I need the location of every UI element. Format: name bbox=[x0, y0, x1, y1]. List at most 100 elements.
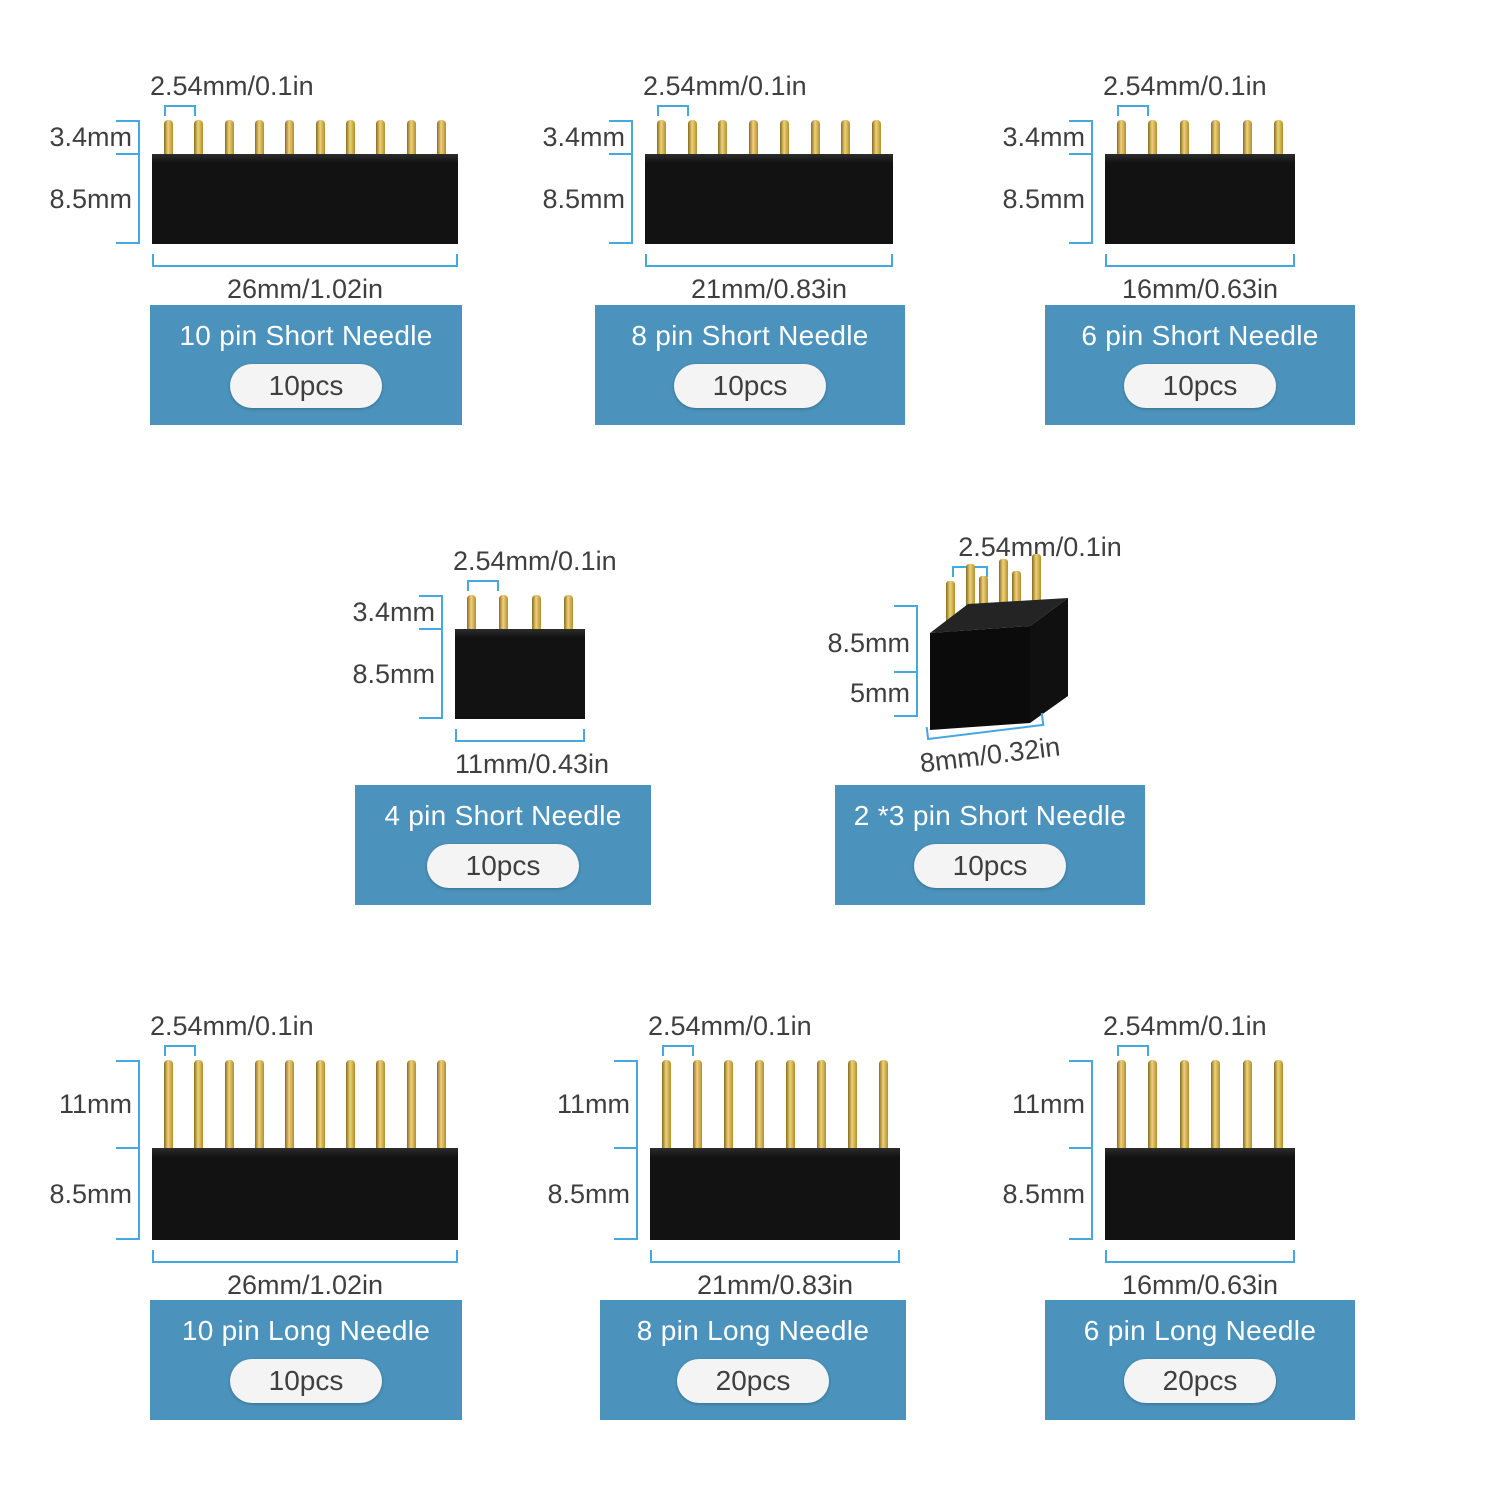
width-dimension-line bbox=[152, 254, 458, 267]
gold-pin bbox=[345, 120, 355, 154]
product-name: 4 pin Short Needle bbox=[384, 800, 622, 831]
product-name: 6 pin Long Needle bbox=[1083, 1315, 1317, 1346]
pin-row bbox=[152, 1060, 458, 1148]
pitch-dimension-bracket bbox=[662, 1045, 694, 1056]
product-label: 6 pin Long Needle 20pcs bbox=[1045, 1300, 1355, 1420]
pin-row-back bbox=[966, 554, 1041, 614]
gold-pin bbox=[1211, 120, 1221, 154]
quantity-text: 10pcs bbox=[268, 1365, 344, 1396]
item-10pin-long-needle: 2.54mm/0.1in 11mm 8.5mm 26mm/1.02in 10 p… bbox=[2, 1005, 472, 1485]
dimension-tick bbox=[419, 628, 441, 630]
height-dimension-line bbox=[614, 1060, 638, 1240]
item-6pin-short-needle: 2.54mm/0.1in 3.4mm 8.5mm 16mm/0.63in 6 p… bbox=[955, 65, 1365, 485]
gold-pin bbox=[467, 595, 476, 629]
height-dimension-line bbox=[609, 120, 633, 244]
width-dimension-line bbox=[152, 1250, 458, 1263]
product-label: 2 *3 pin Short Needle 10pcs bbox=[835, 785, 1145, 905]
quantity-badge: 10pcs bbox=[674, 364, 826, 408]
width-dimension-line bbox=[1105, 1250, 1295, 1263]
pin-row bbox=[650, 1060, 900, 1148]
pin-height-label: 11mm bbox=[58, 1089, 132, 1119]
quantity-badge: 10pcs bbox=[230, 364, 382, 408]
quantity-text: 10pcs bbox=[465, 850, 541, 881]
height-dimension-line bbox=[116, 120, 140, 244]
pitch-dimension-label: 2.54mm/0.1in bbox=[453, 546, 617, 576]
connector-3d-figure bbox=[930, 554, 1068, 730]
product-label: 8 pin Long Needle 20pcs bbox=[600, 1300, 906, 1420]
gold-pin bbox=[254, 120, 264, 154]
pitch-dimension-label: 2.54mm/0.1in bbox=[150, 71, 314, 101]
gold-pin bbox=[693, 1060, 702, 1148]
pin-height-label: 3.4mm bbox=[542, 122, 625, 152]
dimension-tick bbox=[1069, 1238, 1091, 1240]
gold-pin bbox=[285, 120, 295, 154]
width-dimension-label: 11mm/0.43in bbox=[455, 749, 610, 779]
width-dimension-label: 21mm/0.83in bbox=[696, 1270, 854, 1300]
gold-pin bbox=[1148, 120, 1158, 154]
dimension-tick bbox=[116, 120, 138, 122]
gold-pin bbox=[755, 1060, 764, 1148]
gold-pin bbox=[1179, 1060, 1189, 1148]
height-dimension-line bbox=[894, 605, 918, 717]
pitch-dimension-bracket bbox=[1117, 105, 1149, 116]
gold-pin bbox=[879, 1060, 888, 1148]
dimension-tick bbox=[116, 1147, 138, 1149]
dimension-tick bbox=[116, 1060, 138, 1062]
connector-body bbox=[152, 154, 458, 244]
pin-height-label: 3.4mm bbox=[49, 122, 132, 152]
pitch-dimension-bracket bbox=[164, 1045, 196, 1056]
quantity-badge: 10pcs bbox=[230, 1359, 382, 1403]
gold-pin bbox=[285, 1060, 295, 1148]
connector-body bbox=[645, 154, 893, 244]
product-label: 10 pin Short Needle 10pcs bbox=[150, 305, 462, 425]
dimension-tick bbox=[1069, 120, 1091, 122]
quantity-text: 10pcs bbox=[712, 370, 788, 401]
item-6pin-long-needle: 2.54mm/0.1in 11mm 8.5mm 16mm/0.63in 6 pi… bbox=[955, 1005, 1365, 1485]
quantity-badge: 10pcs bbox=[1124, 364, 1276, 408]
width-dimension-label: 16mm/0.63in bbox=[1121, 1270, 1279, 1300]
gold-pin bbox=[1117, 120, 1126, 154]
product-label: 10 pin Long Needle 10pcs bbox=[150, 1300, 462, 1420]
gold-pin bbox=[315, 1060, 325, 1148]
product-label: 8 pin Short Needle 10pcs bbox=[595, 305, 905, 425]
pin-row bbox=[1105, 120, 1295, 154]
quantity-badge: 20pcs bbox=[1124, 1359, 1276, 1403]
pitch-dimension-label: 2.54mm/0.1in bbox=[1103, 71, 1267, 101]
gold-pin bbox=[1242, 120, 1252, 154]
depth-label: 5mm bbox=[850, 678, 910, 708]
gold-pin bbox=[164, 1060, 173, 1148]
pitch-dimension-label: 2.54mm/0.1in bbox=[648, 1011, 812, 1041]
dimension-tick bbox=[1069, 153, 1091, 155]
gold-pin bbox=[662, 1060, 671, 1148]
pin-height-label: 11mm bbox=[1011, 1089, 1085, 1119]
height-dimension-line bbox=[1069, 120, 1093, 244]
body-height-label: 8.5mm bbox=[352, 659, 435, 689]
gold-pin bbox=[724, 1060, 733, 1148]
gold-pin bbox=[436, 1060, 446, 1148]
product-name: 8 pin Short Needle bbox=[631, 320, 869, 351]
gold-pin bbox=[1211, 1060, 1221, 1148]
gold-pin bbox=[1242, 1060, 1252, 1148]
item-8pin-long-needle: 2.54mm/0.1in 11mm 8.5mm 21mm/0.83in 8 pi… bbox=[500, 1005, 940, 1485]
block-top-face bbox=[930, 598, 1068, 633]
body-height-label: 8.5mm bbox=[1002, 184, 1085, 214]
gold-pin bbox=[194, 1060, 204, 1148]
dimension-tick bbox=[1069, 242, 1091, 244]
pin-height-label: 3.4mm bbox=[352, 597, 435, 627]
gold-pin bbox=[1273, 1060, 1283, 1148]
quantity-badge: 20pcs bbox=[677, 1359, 829, 1403]
gold-pin bbox=[1148, 1060, 1158, 1148]
pin-height-label: 3.4mm bbox=[1002, 122, 1085, 152]
connector-body bbox=[1105, 154, 1295, 244]
product-label: 6 pin Short Needle 10pcs bbox=[1045, 305, 1355, 425]
gold-pin bbox=[315, 120, 325, 154]
item-10pin-short-needle: 2.54mm/0.1in 3.4mm 8.5mm 26mm/1.02in 10 … bbox=[2, 65, 472, 485]
gold-pin bbox=[817, 1060, 826, 1148]
gold-pin bbox=[718, 120, 728, 154]
dimension-tick bbox=[419, 595, 441, 597]
quantity-text: 20pcs bbox=[715, 1365, 791, 1396]
item-4pin-short-needle: 2.54mm/0.1in 3.4mm 8.5mm 11mm/0.43in 4 p… bbox=[305, 540, 665, 960]
pitch-dimension-label: 2.54mm/0.1in bbox=[643, 71, 807, 101]
pitch-dimension-label: 2.54mm/0.1in bbox=[150, 1011, 314, 1041]
pin-row bbox=[455, 595, 585, 629]
